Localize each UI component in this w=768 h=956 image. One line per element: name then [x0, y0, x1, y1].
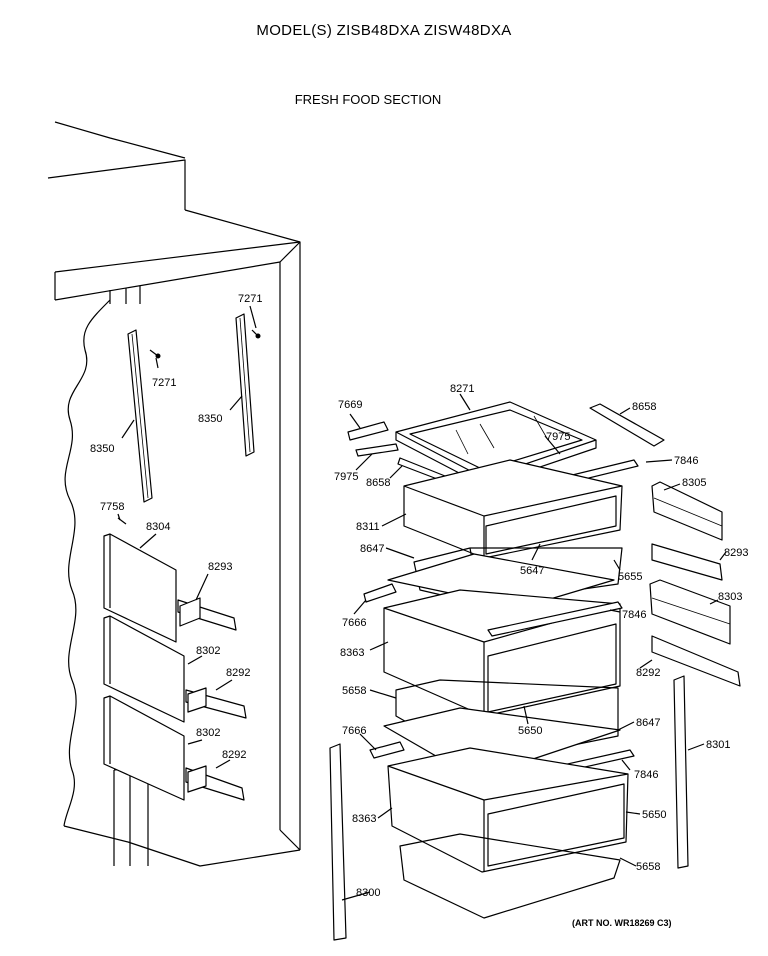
callout: 8292 [226, 667, 250, 679]
vertical-rail-8300 [329, 743, 347, 941]
glass-shelf-8271 [395, 401, 597, 487]
callout: 7846 [634, 769, 658, 781]
slide-8292-lower [185, 765, 245, 801]
shelf-rail-left [127, 329, 153, 503]
callout: 8363 [340, 647, 364, 659]
slide-8293-left [177, 597, 237, 631]
trim-7975 [355, 443, 399, 457]
callout: 8304 [146, 521, 170, 533]
callout: 8311 [356, 521, 380, 533]
callout: 8363 [352, 813, 376, 825]
vertical-rail-8301 [673, 675, 689, 869]
cabinet-outline [47, 121, 301, 867]
callout: 7666 [342, 617, 366, 629]
page-title: MODEL(S) ZISB48DXA ZISW48DXA [256, 22, 512, 39]
callout: 8303 [718, 591, 742, 603]
callout: 5658 [636, 861, 660, 873]
callout: 8302 [196, 727, 220, 739]
crisper-bin-bottom [399, 833, 621, 919]
callout: 7975 [334, 471, 358, 483]
side-panel-8305 [651, 481, 723, 541]
callout: 7271 [152, 377, 176, 389]
callout: 8658 [366, 477, 390, 489]
callout: 8271 [450, 383, 474, 395]
rail-7846-mid [487, 601, 623, 637]
callout: 8292 [222, 749, 246, 761]
callout: 7846 [674, 455, 698, 467]
callout: 7271 [238, 293, 262, 305]
callout: 7758 [100, 501, 124, 513]
callout: 7975 [546, 431, 570, 443]
callout: 8350 [198, 413, 222, 425]
section-title: FRESH FOOD SECTION [294, 92, 442, 107]
side-panel-8302-lower [103, 695, 185, 801]
callout: 8300 [356, 887, 380, 899]
drawer-bin-lower [395, 679, 619, 765]
callout: 5655 [618, 571, 642, 583]
callout: 8293 [208, 561, 232, 573]
side-panel-8302-upper [103, 615, 185, 723]
callout: 5647 [520, 565, 544, 577]
callout: 5650 [518, 725, 542, 737]
slide-8293-right [651, 543, 723, 581]
slide-8292-upper [185, 687, 247, 719]
callout: 8301 [706, 739, 730, 751]
callout: 8292 [636, 667, 660, 679]
shelf-rail-right [235, 313, 255, 457]
trim-7666-upper [363, 583, 397, 603]
side-panel-8303 [649, 579, 731, 645]
callout: 8647 [360, 543, 384, 555]
crisper-drawer-bottom [387, 747, 629, 873]
art-number: (ART NO. WR18269 C3) [572, 918, 672, 928]
callout: 5650 [642, 809, 666, 821]
trim-7669 [347, 421, 389, 441]
callout: 8350 [90, 443, 114, 455]
trim-7666-lower [369, 741, 405, 759]
callout: 7846 [622, 609, 646, 621]
drawer-upper [403, 459, 623, 559]
callout: 8302 [196, 645, 220, 657]
side-panel-8304 [103, 533, 177, 643]
callout: 5658 [342, 685, 366, 697]
slide-8292-right [651, 635, 741, 687]
callout: 8658 [632, 401, 656, 413]
callout: 8647 [636, 717, 660, 729]
callout-labels: 7271 7271 8350 8350 7758 8304 8293 8302 … [90, 293, 748, 899]
callout: 8293 [724, 547, 748, 559]
callout: 7669 [338, 399, 362, 411]
callout: 7666 [342, 725, 366, 737]
leader-lines [117, 305, 727, 901]
callout: 8305 [682, 477, 706, 489]
